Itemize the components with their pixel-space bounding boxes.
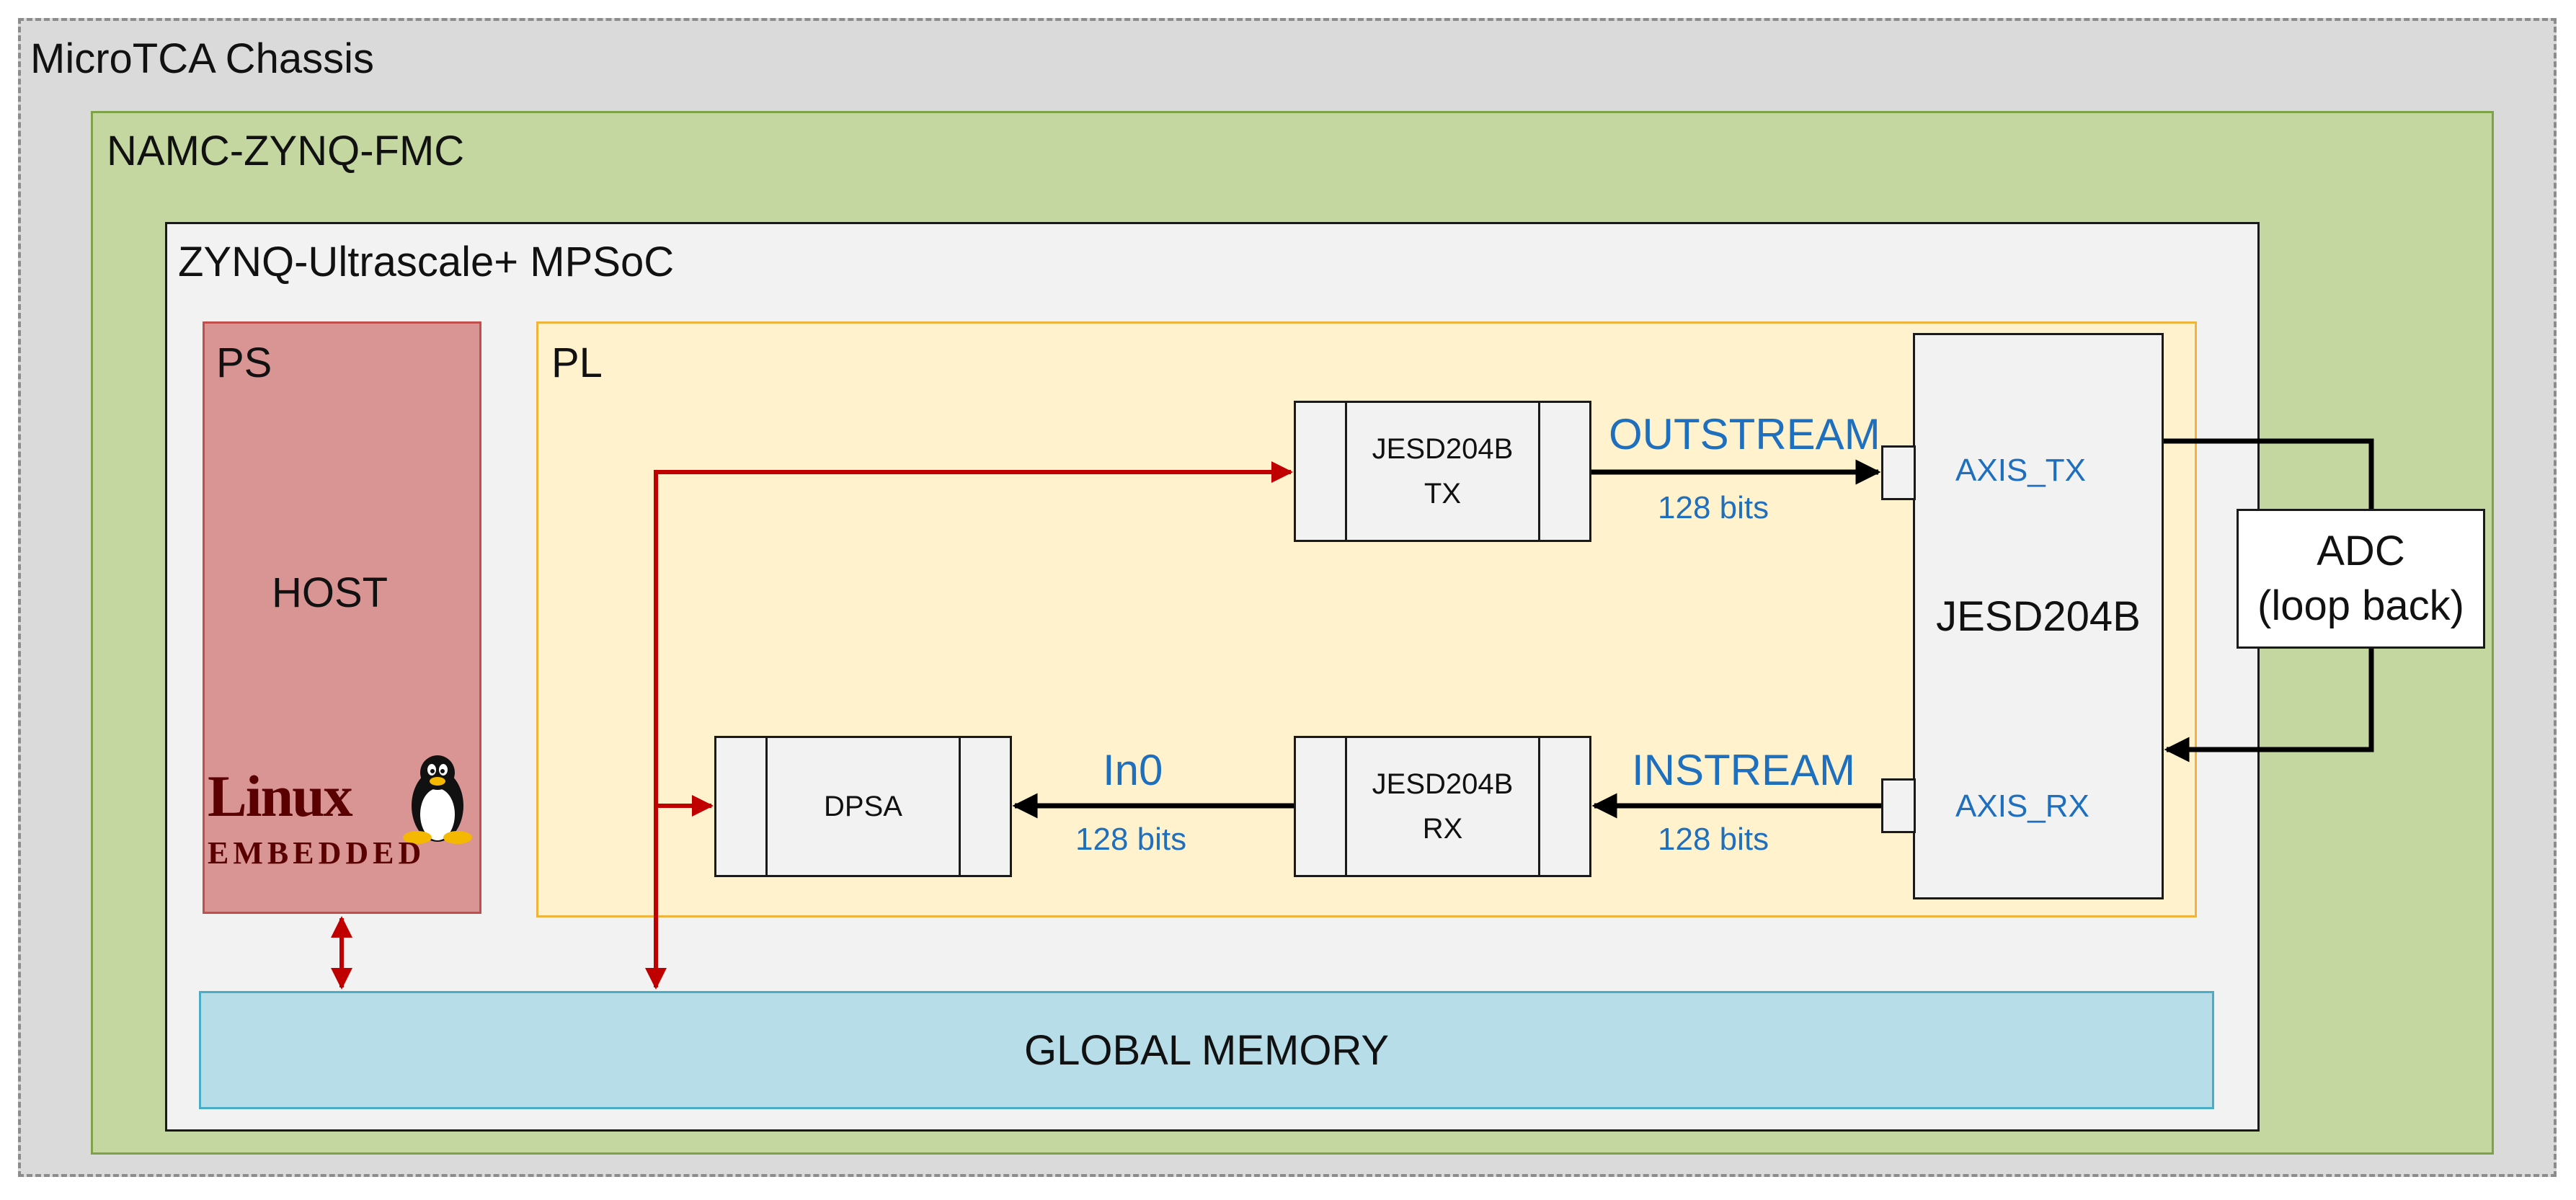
linux-embedded-logo [403,755,472,844]
jesd204b-tx-block: JESD204B TX [1294,401,1591,542]
axis-tx-port [1881,445,1916,500]
jesd204b-rx-block: JESD204B RX [1294,736,1591,877]
pl-title: PL [551,339,603,386]
outstream-label: OUTSTREAM [1609,410,1880,458]
dpsa-label: DPSA [824,791,902,822]
global-memory-label: GLOBAL MEMORY [1023,1026,1390,1074]
board-title: NAMC-ZYNQ-FMC [107,128,465,174]
jesd-rx-line2: RX [1422,813,1463,845]
jesd-tx-line1: JESD204B [1372,433,1514,465]
global-memory: GLOBAL MEMORY [199,991,2214,1109]
jesd204b-core: JESD204B [1913,333,2164,899]
jesd-tx-line2: TX [1424,478,1462,510]
dpsa-block: DPSA [714,736,1012,877]
chassis-title: MicroTCA Chassis [30,35,374,82]
jesd-rx-line1: JESD204B [1372,768,1514,800]
embedded-logo-text: EMBEDDED [208,835,426,871]
soc-title: ZYNQ-Ultrascale+ MPSoC [178,239,675,285]
axis-rx-label: AXIS_RX [1955,788,2089,824]
instream-label: INSTREAM [1632,746,1856,794]
jesd-core-label: JESD204B [1936,592,2141,640]
outstream-width: 128 bits [1658,490,1769,525]
adc-line1: ADC [2317,528,2405,574]
host-label: HOST [272,569,388,616]
ps-title: PS [216,339,272,386]
in0-label: In0 [1103,746,1163,794]
linux-logo-text: Linux [208,763,353,829]
instream-width: 128 bits [1658,822,1769,857]
adc-line2: (loop back) [2257,582,2464,629]
in0-width: 128 bits [1075,822,1187,857]
tux-penguin-icon [403,755,472,844]
axis-rx-port [1881,778,1916,833]
axis-tx-label: AXIS_TX [1955,453,2086,488]
adc-loopback-block: ADC (loop back) [2237,509,2485,649]
